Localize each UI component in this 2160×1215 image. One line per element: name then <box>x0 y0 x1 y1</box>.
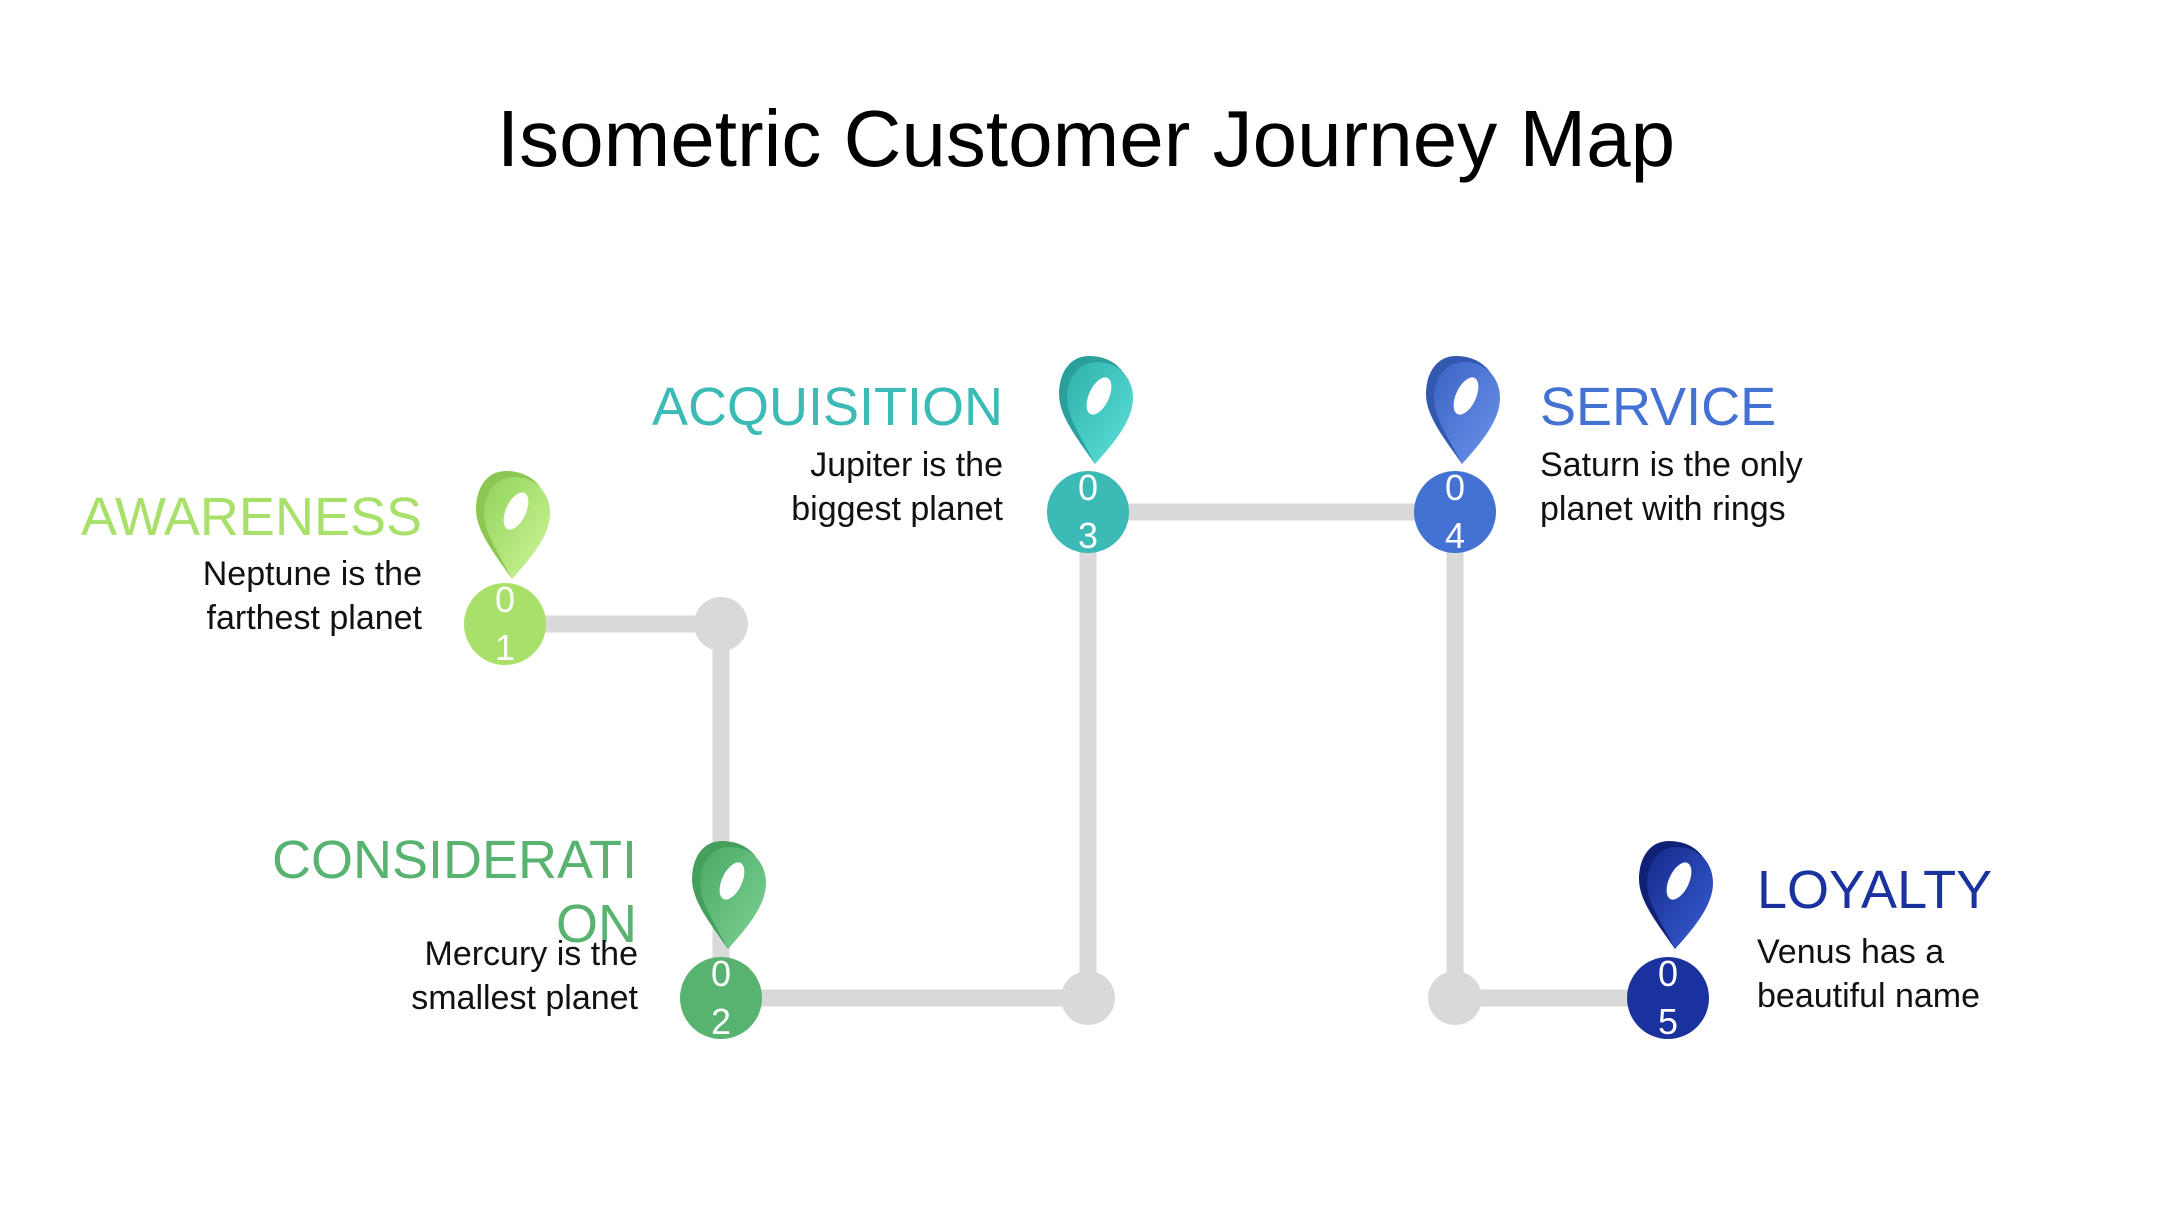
description-line: planet with rings <box>1540 490 1786 528</box>
stage-awareness-description: Neptune is the farthest planet <box>0 552 422 640</box>
description-line: farthest planet <box>206 599 422 637</box>
stage-number-badge <box>1627 957 1709 1039</box>
stage-acquisition-marker: 0 3 <box>1047 356 1133 556</box>
stage-consideration-marker: 0 2 <box>680 841 766 1042</box>
description-line: Venus has a <box>1757 933 1945 971</box>
description-line: smallest planet <box>411 979 638 1017</box>
path-joint <box>694 597 748 651</box>
stage-loyalty-description: Venus has a beautiful name <box>1757 930 1980 1018</box>
stage-number-digit2: 3 <box>1078 515 1098 556</box>
stage-awareness-marker: 0 1 <box>464 471 550 668</box>
map-pin-icon <box>1639 841 1713 949</box>
stage-number-badge <box>1414 471 1496 553</box>
description-line: Saturn is the only <box>1540 446 1803 484</box>
stage-acquisition-title: ACQUISITION <box>651 377 1003 437</box>
stage-number-digit1: 0 <box>1445 467 1465 508</box>
map-pin-icon <box>692 841 766 949</box>
description-line: Neptune is the <box>202 555 422 593</box>
stage-number-digit2: 4 <box>1445 515 1465 556</box>
slide-title: Isometric Customer Journey Map <box>496 94 1676 183</box>
connector-path <box>505 503 1668 1007</box>
stage-number-digit1: 0 <box>1658 953 1678 994</box>
stage-service-description: Saturn is the only planet with rings <box>1540 443 1803 531</box>
stage-number-digit1: 0 <box>711 953 731 994</box>
stage-consideration-description: Mercury is the smallest planet <box>0 932 638 1020</box>
stage-number-digit2: 1 <box>495 627 515 668</box>
description-line: Mercury is the <box>424 935 639 973</box>
stage-number-digit1: 0 <box>495 579 515 620</box>
description-line: beautiful name <box>1757 977 1981 1015</box>
stage-acquisition-description: Jupiter is the biggest planet <box>0 443 1003 531</box>
map-pin-icon <box>476 471 550 579</box>
stage-loyalty-marker: 0 5 <box>1627 841 1713 1042</box>
stage-number-digit2: 5 <box>1658 1001 1678 1042</box>
stage-consideration-title: CONSIDERATION <box>271 830 637 954</box>
description-line: Jupiter is the <box>810 446 1003 484</box>
description-line: biggest planet <box>791 490 1003 528</box>
stage-number-badge <box>464 583 546 665</box>
stage-number-badge <box>1047 471 1129 553</box>
stage-service-title: SERVICE <box>1540 377 1777 437</box>
stage-number-digit1: 0 <box>1078 467 1098 508</box>
stage-loyalty-title: LOYALTY <box>1757 860 1993 920</box>
path-joint <box>1428 971 1482 1025</box>
path-joint <box>1061 971 1115 1025</box>
map-pin-icon <box>1426 356 1500 464</box>
stage-number-badge <box>680 957 762 1039</box>
stage-number-digit2: 2 <box>711 1001 731 1042</box>
map-pin-icon <box>1059 356 1133 464</box>
stage-service-marker: 0 4 <box>1414 356 1500 556</box>
stage-awareness-title: AWARENESS <box>80 487 422 547</box>
